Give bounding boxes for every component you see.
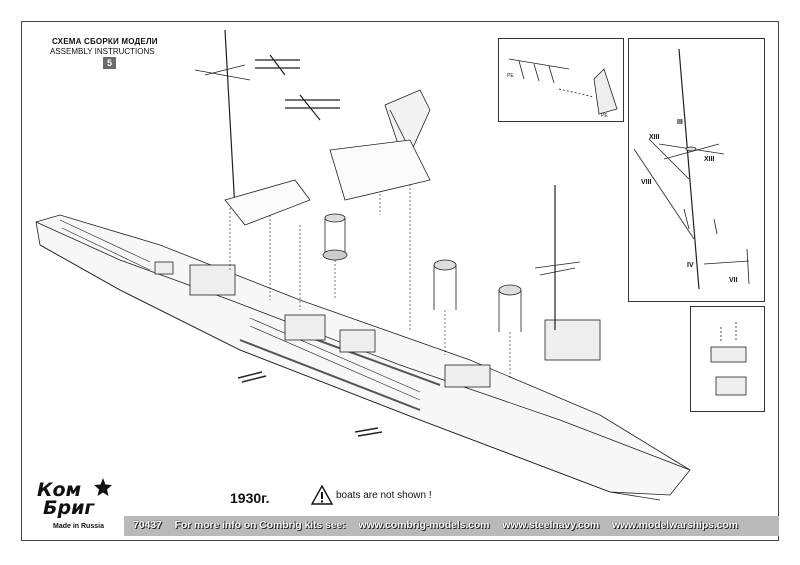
site-link-modelwarships[interactable]: www.modelwarships.com <box>612 519 738 531</box>
part-label-iv: IV <box>687 262 694 269</box>
site-link-steelnavy[interactable]: www.steelnavy.com <box>502 519 600 531</box>
warning-note: boats are not shown ! <box>311 484 432 506</box>
funnel-1 <box>322 213 348 261</box>
bridge-detail-drawing <box>710 322 747 396</box>
logo-text-brig: Бриг <box>43 497 95 519</box>
hull-side <box>39 244 661 501</box>
part-label-iii: III <box>677 119 683 126</box>
platform-part <box>224 179 311 226</box>
mast-detail-drawing: III XIII XIII VIII IV VII <box>633 48 750 290</box>
part-label-xiii-left: XIII <box>649 134 660 141</box>
pe-label: PE <box>507 73 514 79</box>
crane-detail-drawing: PE PE <box>507 58 618 119</box>
logo-made-in: Made in Russia <box>53 523 104 530</box>
seaplane-1 <box>255 54 300 76</box>
step-number-badge: 5 <box>103 57 116 69</box>
part-label-vii: VII <box>729 277 738 284</box>
inset-bridge-detail <box>690 306 765 412</box>
footer-info: For more info on Combrig kits see: <box>174 519 346 531</box>
page-frame <box>21 21 779 541</box>
kit-number: 70437 <box>133 519 162 531</box>
warning-text: boats are not shown ! <box>336 489 432 501</box>
combrig-logo: Ком Бриг Made in Russia <box>33 475 125 539</box>
bridge-block <box>544 319 601 361</box>
inset-mast-detail: III XIII XIII VIII IV VII <box>628 38 765 302</box>
main-mast <box>224 29 236 211</box>
title-russian: СХЕМА СБОРКИ МОДЕЛИ <box>52 37 158 46</box>
year-label: 1930г. <box>230 490 270 506</box>
funnel-2 <box>433 259 457 310</box>
seaplane-2 <box>285 94 340 121</box>
pe-label: PE <box>601 113 608 119</box>
site-link-combrig[interactable]: www.combrig-models.com <box>358 519 490 531</box>
footer-text: 70437 For more info on Combrig kits see:… <box>133 519 748 531</box>
footer-bar <box>124 516 779 536</box>
warning-icon <box>311 485 333 505</box>
logo-star-icon <box>94 478 112 496</box>
part-label-xiii-right: XIII <box>704 156 715 163</box>
funnel-3 <box>498 284 522 332</box>
logo-text-kom: Ком <box>37 479 82 501</box>
part-label-viii: VIII <box>641 179 652 186</box>
title-english: ASSEMBLY INSTRUCTIONS <box>50 47 155 56</box>
inset-crane-detail: PE PE <box>498 38 624 122</box>
deck-canopy <box>329 139 431 201</box>
